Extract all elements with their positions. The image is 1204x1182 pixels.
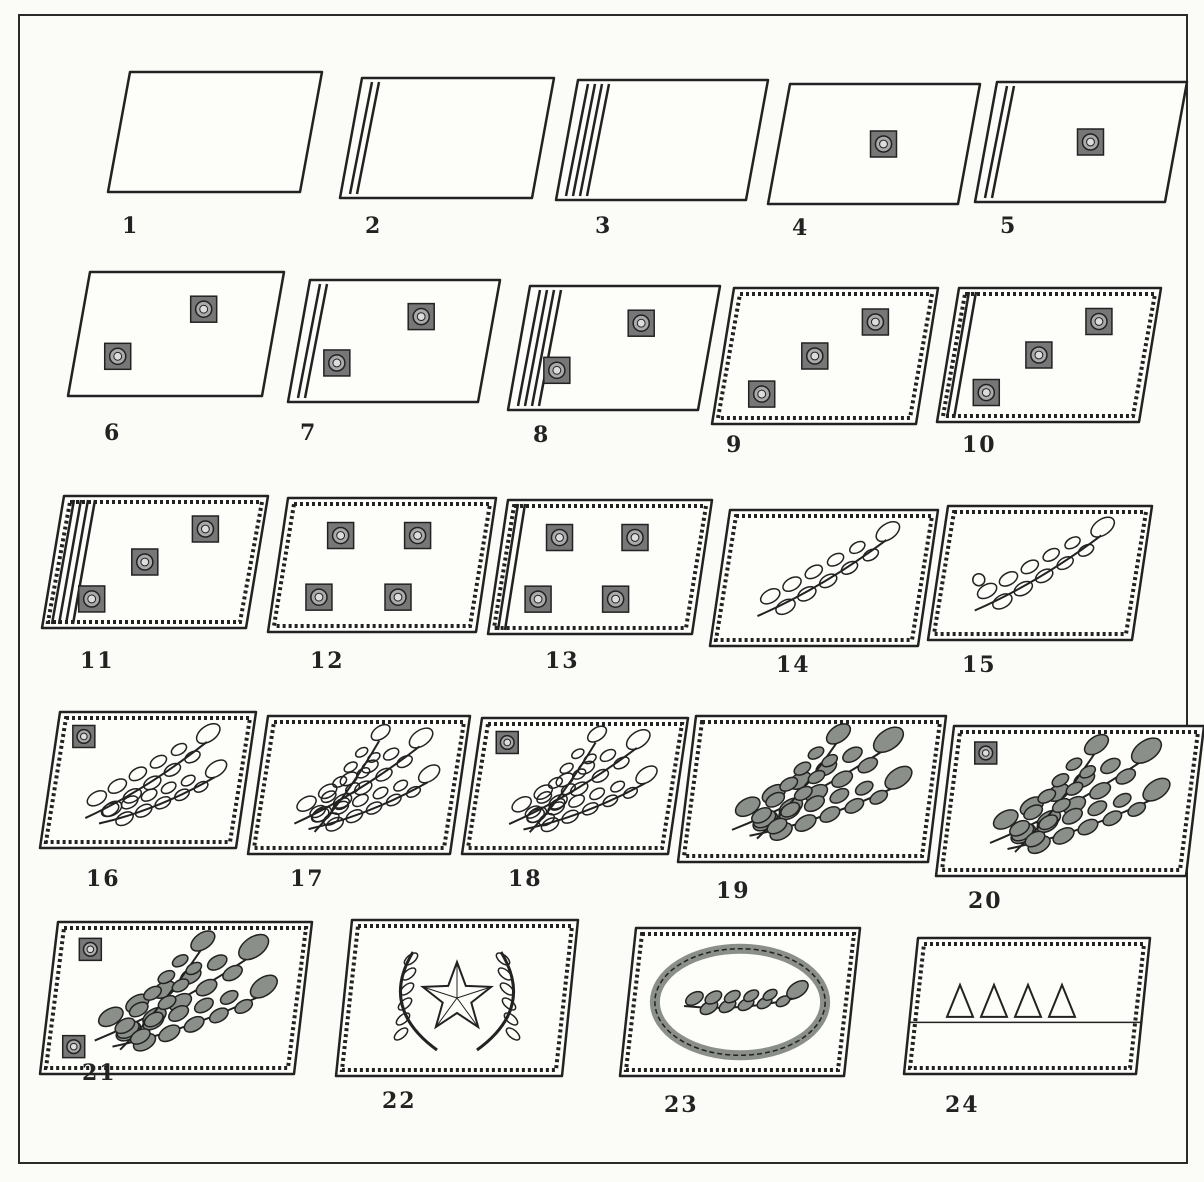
- pip-icon: [63, 1036, 85, 1058]
- collar-tab-21: [40, 922, 312, 1074]
- pip-icon: [192, 516, 218, 542]
- collar-tab-18: [462, 718, 688, 854]
- collar-tab-3: [556, 80, 768, 200]
- collar-tab-8: [508, 286, 720, 410]
- tab-number-label: 2: [365, 213, 382, 239]
- collar-tab-10: [937, 288, 1161, 422]
- collar-tab-5: [975, 82, 1187, 202]
- tab-number-label: 9: [726, 432, 743, 458]
- tab-number-label: 17: [290, 866, 325, 892]
- collar-tab-14: [710, 510, 938, 646]
- pip-icon: [973, 380, 999, 406]
- tab-number-label: 6: [104, 420, 121, 446]
- tab-number-label: 22: [382, 1088, 417, 1114]
- pip-icon: [547, 525, 573, 551]
- collar-tab-12: [268, 498, 496, 632]
- pip-icon: [306, 584, 332, 610]
- collar-tab-4: [768, 84, 980, 204]
- tab-number-label: 7: [300, 420, 317, 446]
- tab-number-label: 18: [508, 866, 543, 892]
- collar-tab-20: [936, 726, 1204, 876]
- tab-number-label: 5: [1000, 213, 1017, 239]
- collar-tab-19: [678, 716, 946, 862]
- tab-number-label: 1: [122, 213, 139, 239]
- collar-tab-1: [108, 72, 322, 192]
- pip-icon: [975, 742, 997, 764]
- pip-icon: [862, 309, 888, 335]
- tab-number-label: 10: [962, 432, 997, 458]
- tab-number-label: 11: [80, 648, 115, 674]
- tab-number-label: 3: [595, 213, 612, 239]
- pip-icon: [525, 586, 551, 612]
- tab-number-label: 14: [776, 652, 811, 678]
- pip-icon: [79, 586, 105, 612]
- pip-icon: [749, 381, 775, 407]
- pip-icon: [73, 725, 95, 747]
- pip-icon: [622, 525, 648, 551]
- pip-icon: [1078, 129, 1104, 155]
- pip-icon: [408, 304, 434, 330]
- collar-tab-11: [42, 496, 268, 628]
- collar-tab-7: [288, 280, 500, 402]
- collar-tab-6: [68, 272, 284, 396]
- tab-number-label: 16: [86, 866, 121, 892]
- tab-number-label: 12: [310, 648, 345, 674]
- pip-icon: [405, 523, 431, 549]
- collar-tab-15: [928, 506, 1152, 640]
- pip-icon: [628, 310, 654, 336]
- pip-icon: [328, 523, 354, 549]
- pip-icon: [324, 350, 350, 376]
- collar-tab-9: [712, 288, 938, 424]
- collar-tab-13: [488, 500, 712, 634]
- collar-tab-16: [40, 712, 256, 848]
- collar-tab-22: [336, 920, 578, 1076]
- pip-icon: [385, 584, 411, 610]
- pip-icon: [871, 131, 897, 157]
- tab-number-label: 19: [716, 878, 751, 904]
- tab-number-label: 23: [664, 1092, 699, 1118]
- pip-icon: [496, 731, 518, 753]
- pip-icon: [802, 343, 828, 369]
- pip-icon: [105, 343, 131, 369]
- pip-icon: [1086, 309, 1112, 335]
- pip-icon: [79, 938, 101, 960]
- pip-icon: [191, 296, 217, 322]
- tab-number-label: 24: [945, 1092, 980, 1118]
- collar-tab-2: [340, 78, 554, 198]
- collar-tab-17: [248, 716, 470, 854]
- collar-tab-24: [904, 938, 1150, 1074]
- pip-icon: [603, 586, 629, 612]
- tab-number-label: 4: [792, 215, 809, 241]
- pip-icon: [132, 549, 158, 575]
- tab-number-label: 15: [962, 652, 997, 678]
- tab-number-label: 21: [82, 1060, 117, 1086]
- collar-tab-23: [620, 928, 860, 1076]
- tab-number-label: 20: [968, 888, 1003, 914]
- tab-number-label: 13: [545, 648, 580, 674]
- tab-number-label: 8: [533, 422, 550, 448]
- pip-icon: [1026, 342, 1052, 368]
- pip-icon: [544, 357, 570, 383]
